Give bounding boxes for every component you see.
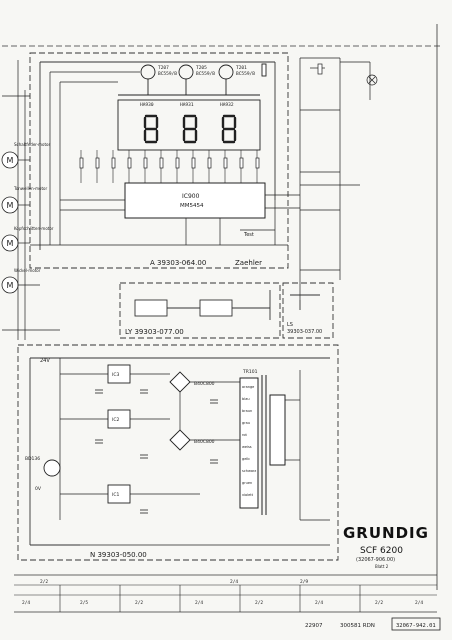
- display-board-frame: [29, 52, 289, 269]
- transistor-t201: [218, 64, 234, 80]
- relay-board-label: LY 39303-077.00: [125, 328, 184, 336]
- t205-label: T205: [196, 65, 207, 71]
- ref-1: 22907: [305, 623, 323, 629]
- ic900-label: IC900: [182, 193, 200, 200]
- strip-b-row: 2/4 2/5 2/2 2/4 2/2 2/4 2/2 2/4: [22, 600, 423, 606]
- left-motors: [1, 151, 19, 294]
- relay-board-frame: [119, 282, 281, 339]
- svg-text:grau: grau: [242, 421, 250, 425]
- power-board-frame: [17, 344, 339, 561]
- voltage-label: 24V: [40, 358, 50, 364]
- svg-text:gelb: gelb: [242, 457, 250, 461]
- motor-2-label: Tonwellen-motor: [13, 186, 48, 191]
- seven-seg-2: [182, 114, 198, 144]
- t205-part: BC559/B: [196, 71, 215, 77]
- sheet-border: [2, 24, 440, 613]
- motor-4-label: Wickel-motor: [14, 268, 41, 273]
- transistor-t205: [178, 64, 194, 80]
- svg-text:orange: orange: [242, 385, 254, 389]
- svg-text:M: M: [7, 156, 14, 165]
- resistor-row: [79, 157, 260, 169]
- svg-text:braun: braun: [242, 409, 252, 413]
- right-rail: [299, 57, 378, 300]
- bottom-strip: [14, 584, 437, 612]
- svg-text:rot: rot: [242, 433, 248, 437]
- resistor-wires: [80, 150, 258, 183]
- bridge-2: [169, 429, 191, 451]
- regulator-ic2-label: IC2: [112, 417, 119, 423]
- motor-1-label: Schaltfeder-motor: [14, 142, 50, 147]
- seven-seg-1: [143, 114, 159, 144]
- ic900: [124, 182, 266, 219]
- strip-a-3: 2/9: [300, 579, 308, 585]
- doc-number-box: [391, 617, 441, 631]
- display-wires: [30, 71, 300, 246]
- regulators: [107, 364, 131, 504]
- t207-label: T207: [158, 65, 169, 71]
- ic900-part: MM5454: [180, 203, 204, 209]
- bridge-1-label: B40C800: [194, 381, 215, 387]
- strip-a-2: 2/4: [230, 579, 238, 585]
- sheet-label: Blatt 2: [375, 564, 389, 569]
- part-number-label: (32067-906.00): [356, 557, 395, 563]
- display-board-label: A 39303-064.00: [150, 259, 206, 267]
- power-transistor: [43, 459, 61, 477]
- svg-text:M: M: [7, 239, 14, 248]
- display-3-label: HA932: [220, 102, 234, 108]
- power-transistor-label: BD136: [25, 456, 40, 462]
- power-wires: [59, 358, 330, 546]
- ls-board-label: 39303-037.00: [287, 329, 322, 335]
- svg-text:2/4: 2/4: [315, 600, 323, 606]
- display-board-name: Zaehler: [235, 259, 262, 267]
- ls-board-frame: [282, 282, 334, 339]
- svg-text:2/5: 2/5: [80, 600, 88, 606]
- doc-number: 32067-942.01: [396, 623, 436, 629]
- svg-text:weiss: weiss: [242, 445, 252, 449]
- motor-3-label: Kopfschlitten-motor: [14, 226, 54, 231]
- ground-label: 0V: [35, 486, 42, 492]
- t207-part: BC559/B: [158, 71, 177, 77]
- bridge-2-label: B40C800: [194, 439, 215, 445]
- regulator-ic1-label: IC1: [112, 492, 119, 498]
- seven-seg-3: [221, 114, 237, 144]
- t201-part: BC559/B: [236, 71, 255, 77]
- svg-text:2/2: 2/2: [375, 600, 383, 606]
- svg-text:2/4: 2/4: [195, 600, 203, 606]
- test-label: Test: [243, 232, 254, 238]
- bridge-1: [169, 371, 191, 393]
- svg-text:M: M: [7, 281, 14, 290]
- display-2-label: HA931: [180, 102, 194, 108]
- power-board-label: N 39303-050.00: [90, 551, 147, 559]
- svg-text:blau: blau: [242, 397, 250, 401]
- transistor-row: [118, 63, 267, 96]
- svg-text:violett: violett: [242, 493, 254, 497]
- display-block: [117, 99, 261, 151]
- svg-text:gruen: gruen: [242, 481, 252, 485]
- bridge-rectifiers: [169, 371, 191, 451]
- motor-symbols: M M M M: [7, 156, 14, 290]
- regulator-ic3-label: IC3: [112, 372, 119, 378]
- svg-text:M: M: [7, 201, 14, 210]
- svg-text:2/4: 2/4: [22, 600, 30, 606]
- svg-text:schwarz: schwarz: [242, 469, 256, 473]
- transformer: [239, 375, 286, 515]
- svg-text:2/4: 2/4: [415, 600, 423, 606]
- brand-logo: GRUNDIG: [343, 524, 429, 542]
- capacitors: [95, 389, 218, 514]
- left-wires: [2, 60, 60, 340]
- ref-2: 300581 RDN: [340, 623, 375, 629]
- svg-text:2/2: 2/2: [255, 600, 263, 606]
- transformer-label: TR101: [242, 369, 258, 375]
- t201-label: T201: [236, 65, 247, 71]
- transformer-wire-colors: orange blau braun grau rot weiss gelb sc…: [242, 385, 256, 497]
- svg-text:2/2: 2/2: [135, 600, 143, 606]
- model-label: SCF 6200: [360, 546, 403, 556]
- strip-a-1: 2/2: [40, 579, 48, 585]
- ls-board-prefix: LS: [287, 322, 293, 328]
- display-1-label: HA930: [140, 102, 154, 108]
- transistor-t207: [140, 64, 156, 80]
